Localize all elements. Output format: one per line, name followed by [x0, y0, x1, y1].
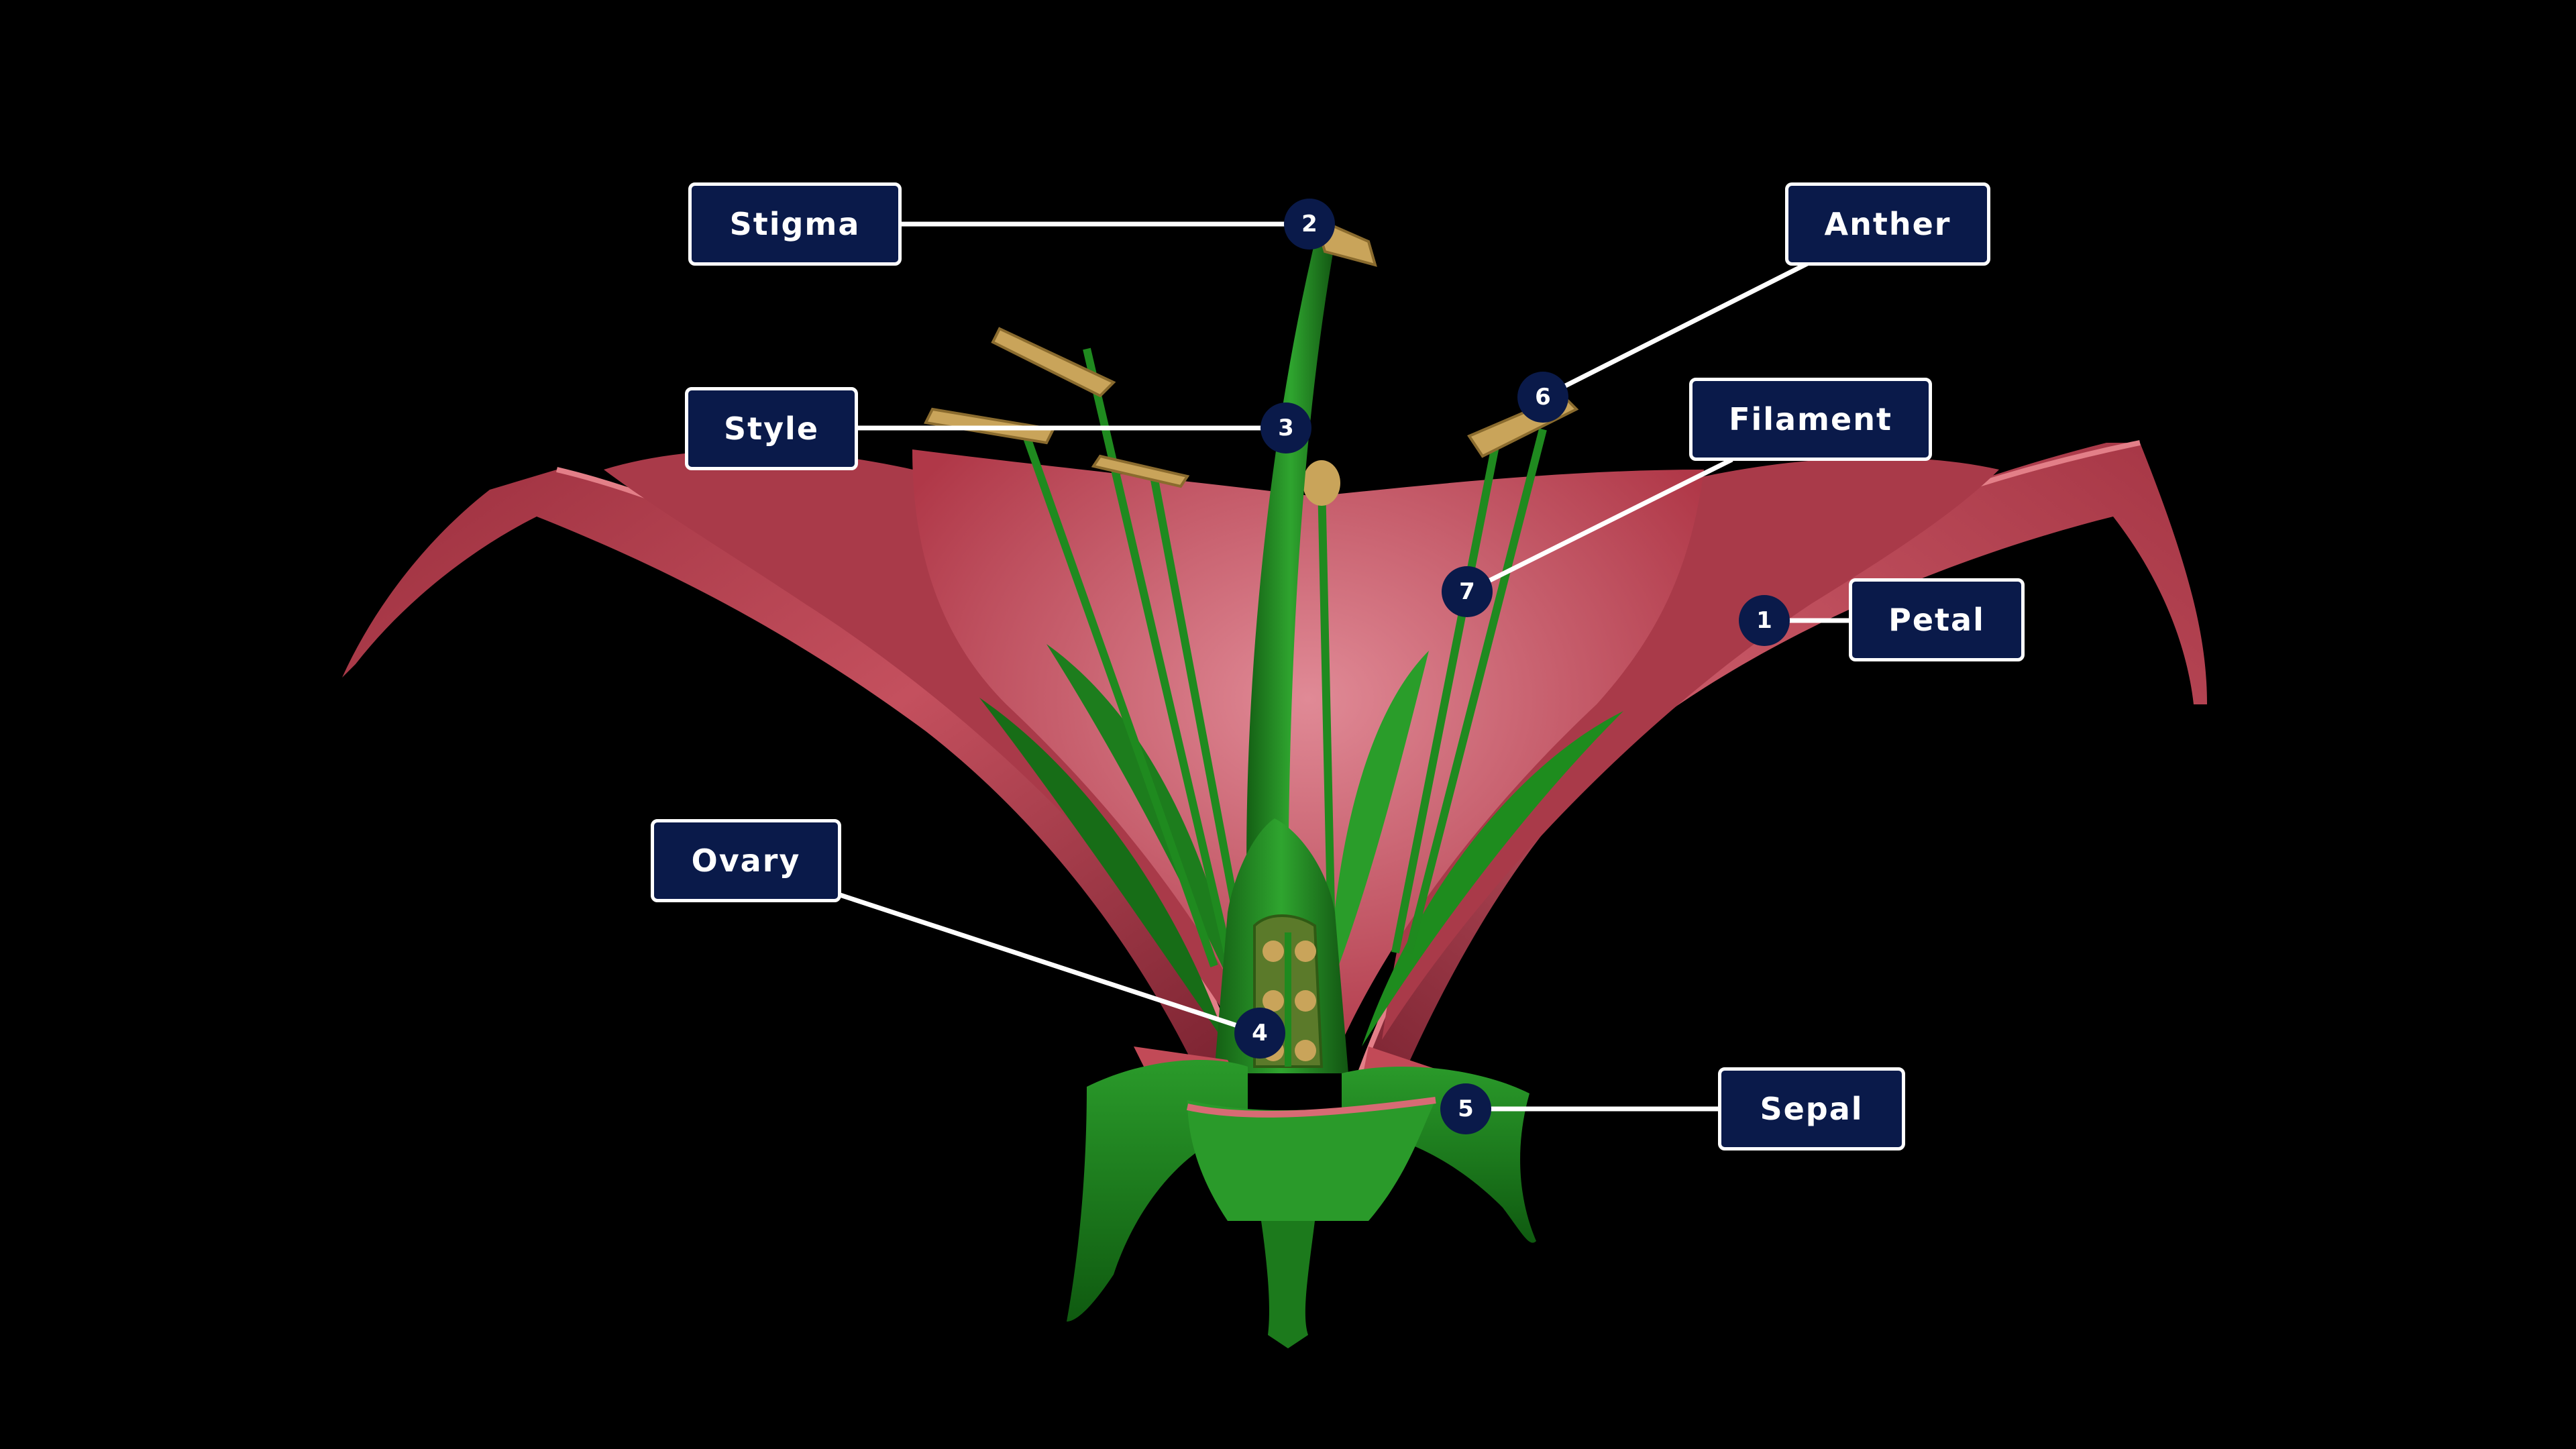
- stamens: [924, 327, 1579, 968]
- stigma-label: Stigma: [688, 182, 902, 266]
- anther-number-badge: 6: [1517, 372, 1568, 423]
- leader-lines: [839, 221, 1850, 1112]
- petal-center: [912, 449, 1704, 1073]
- style-number-badge: 3: [1260, 402, 1311, 453]
- ovary-label: Ovary: [651, 819, 841, 902]
- ovary-number-badge: 4: [1234, 1008, 1285, 1059]
- style-label: Style: [685, 387, 858, 470]
- filament-label: Filament: [1689, 378, 1932, 461]
- petal-number-badge: 1: [1739, 595, 1790, 646]
- filament-number-badge: 7: [1442, 566, 1493, 617]
- sepal-label: Sepal: [1718, 1067, 1905, 1150]
- stigma-number-badge: 2: [1284, 199, 1335, 250]
- inner-leaf-right: [1328, 651, 1429, 993]
- sepal-number-badge: 5: [1440, 1083, 1491, 1134]
- anther-label: Anther: [1785, 182, 1990, 266]
- petal-label: Petal: [1849, 578, 2025, 661]
